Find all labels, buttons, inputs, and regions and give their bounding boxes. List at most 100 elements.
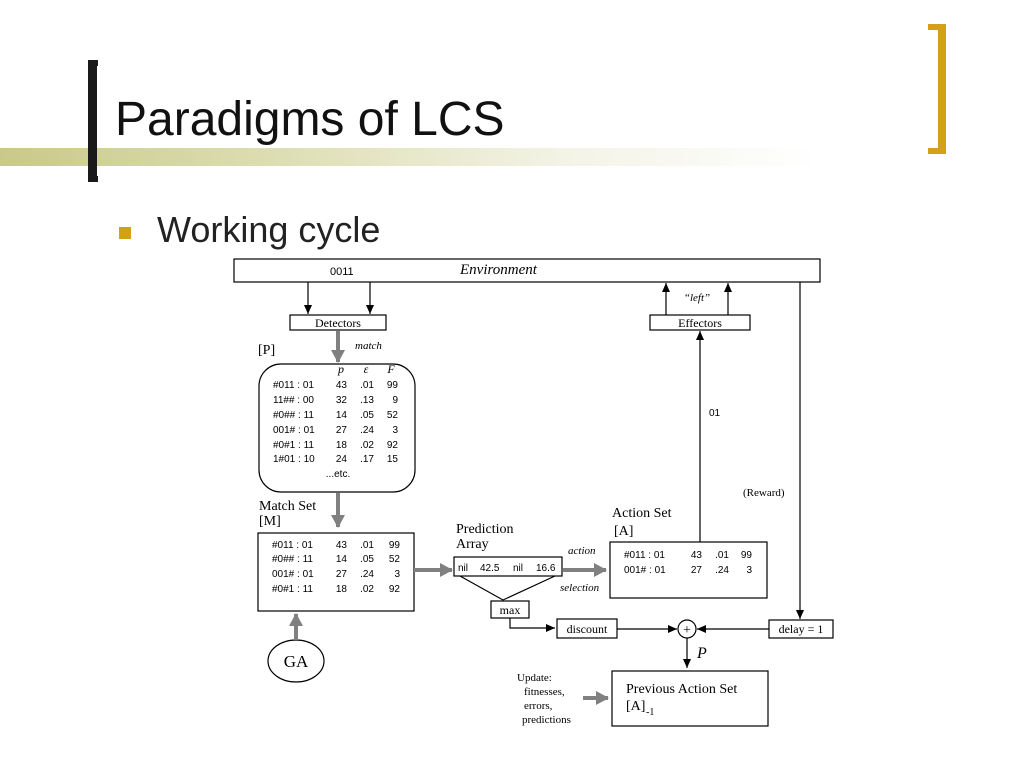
rule-p: 27 (336, 569, 348, 580)
prediction-label-1: Prediction (456, 522, 514, 537)
rule-p: 18 (336, 584, 348, 595)
reward-label: (Reward) (743, 487, 785, 499)
right-bracket-decoration (928, 24, 946, 154)
rule-epsilon: .05 (360, 410, 374, 421)
square-bullet-icon (119, 227, 131, 239)
rule-condition: #011 : 01 (624, 550, 665, 561)
match-set-row: #0#1 : 11 18 .02 92 (272, 584, 400, 595)
rule-p: 27 (691, 565, 703, 576)
population-row: #0## : 11 14 .05 52 (273, 410, 398, 421)
sum-symbol: + (683, 623, 691, 638)
rule-p: 27 (336, 425, 348, 436)
prediction-label-2: Array (456, 537, 489, 552)
p-label: P (696, 645, 707, 662)
update-annotation: Update: fitnesses, errors, predictions (517, 672, 571, 726)
rule-epsilon: .13 (360, 395, 374, 406)
rule-f: 9 (392, 395, 398, 406)
rule-f: 15 (387, 454, 399, 465)
action-set-row: 001# : 01 27 .24 3 (624, 565, 752, 576)
match-set-row: #0## : 11 14 .05 52 (272, 554, 400, 565)
previous-action-set-label: Previous Action Set (626, 682, 737, 697)
previous-action-set-subscript: -1 (646, 707, 654, 718)
rule-p: 14 (336, 410, 348, 421)
rule-f: 3 (394, 569, 400, 580)
population-row: #011 : 01 43 .01 99 (273, 380, 398, 391)
action-set-symbol: [A] (614, 524, 633, 539)
left-bracket-decoration (88, 60, 98, 182)
rule-epsilon: .05 (360, 554, 374, 565)
action-value: 01 (709, 408, 721, 419)
rule-f: 52 (387, 410, 399, 421)
rule-condition: 001# : 01 (273, 425, 315, 436)
population-box (258, 363, 416, 493)
max-to-discount-line (509, 618, 555, 632)
population-header: p ε F (337, 362, 395, 376)
environment-box (233, 258, 821, 283)
previous-action-set-box (611, 670, 769, 727)
rule-f: 3 (746, 565, 752, 576)
rule-f: 92 (387, 440, 399, 451)
prediction-value: nil (458, 563, 468, 574)
column-p: p (337, 362, 344, 376)
effectors-box (649, 314, 751, 331)
max-label: max (500, 603, 521, 617)
match-set-rows: #011 : 01 43 .01 99 #0## : 11 14 .05 52 … (272, 540, 400, 595)
previous-action-set-symbol: [A] (626, 699, 645, 714)
match-set-box (257, 532, 415, 612)
rule-epsilon: .17 (360, 454, 374, 465)
slide-title: Paradigms of LCS (115, 93, 505, 146)
match-label: match (355, 340, 382, 352)
population-row: 001# : 01 27 .24 3 (273, 425, 398, 436)
population-row: #0#1 : 11 18 .02 92 (273, 440, 398, 451)
population-row: 11## : 00 32 .13 9 (273, 395, 398, 406)
rule-p: 32 (336, 395, 348, 406)
detectors-box (289, 314, 387, 331)
rule-epsilon: .02 (360, 584, 374, 595)
prediction-array-box (453, 556, 563, 577)
rule-p: 14 (336, 554, 348, 565)
action-label: action (568, 545, 596, 557)
match-set-label: Match Set (259, 499, 316, 514)
rule-condition: 1#01 : 10 (273, 454, 315, 465)
action-set-box (609, 541, 768, 599)
prediction-value: nil (513, 563, 523, 574)
rule-condition: #0#1 : 11 (272, 584, 313, 595)
update-line: fitnesses, (524, 686, 565, 698)
rule-p: 43 (336, 540, 348, 551)
prediction-values: nil 42.5 nil 16.6 (458, 563, 556, 574)
rule-f: 52 (389, 554, 401, 565)
column-epsilon: ε (364, 362, 369, 376)
environment-label: Environment (459, 262, 538, 278)
effectors-label: Effectors (678, 316, 722, 330)
rule-f: 99 (387, 380, 399, 391)
column-f: F (386, 362, 395, 376)
rule-epsilon: .01 (360, 540, 374, 551)
rule-p: 18 (336, 440, 348, 451)
update-line: Update: (517, 672, 552, 684)
population-etc: ...etc. (326, 469, 350, 480)
rule-f: 99 (389, 540, 401, 551)
selection-label: selection (560, 582, 600, 594)
action-set-label: Action Set (612, 506, 672, 521)
population-row: 1#01 : 10 24 .17 15 (273, 454, 398, 465)
bullet-text: Working cycle (157, 209, 381, 250)
max-funnel (459, 575, 556, 601)
rule-f: 3 (392, 425, 398, 436)
rule-f: 92 (389, 584, 401, 595)
discount-label: discount (567, 622, 608, 636)
rule-epsilon: .02 (360, 440, 374, 451)
environment-input: 0011 (330, 266, 354, 278)
rule-epsilon: .24 (715, 565, 729, 576)
left-action-label: “left” (684, 292, 710, 304)
rule-condition: 001# : 01 (272, 569, 314, 580)
rule-epsilon: .24 (360, 425, 374, 436)
title-band (0, 148, 1024, 166)
action-set-rows: #011 : 01 43 .01 99 001# : 01 27 .24 3 (624, 550, 752, 576)
prediction-value: 16.6 (536, 563, 556, 574)
rule-f: 99 (741, 550, 753, 561)
population-label: [P] (258, 343, 275, 358)
rule-p: 43 (336, 380, 348, 391)
match-set-row: #011 : 01 43 .01 99 (272, 540, 400, 551)
detectors-label: Detectors (315, 316, 361, 330)
rule-p: 43 (691, 550, 703, 561)
